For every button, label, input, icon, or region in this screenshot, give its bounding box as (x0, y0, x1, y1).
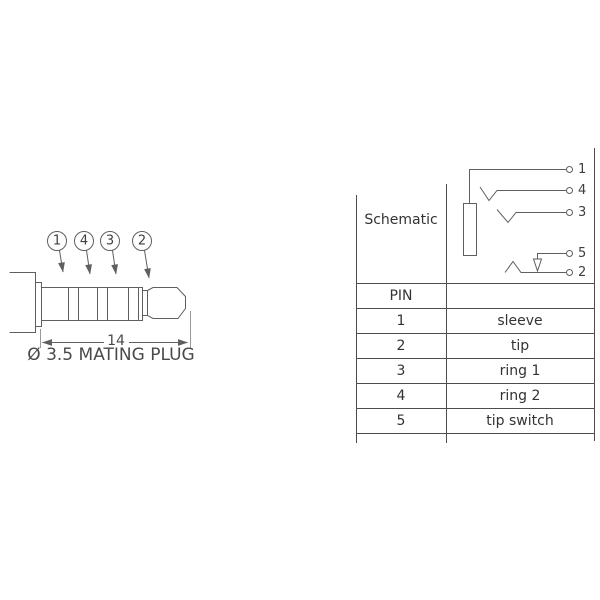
callout-leader-line (144, 250, 151, 279)
callout-leader-line (58, 250, 65, 273)
table-header-pin: PIN (389, 288, 412, 304)
callout-label: 3 (106, 234, 114, 249)
table-cell-name: ring 2 (500, 388, 541, 404)
schematic-pin-3-contact (496, 209, 566, 224)
schematic-label: Schematic (364, 212, 437, 228)
schematic-pin-3-terminal (566, 209, 573, 216)
table-cell-pin: 5 (397, 413, 406, 429)
table-cell-pin: 3 (397, 363, 406, 379)
callout-circle (74, 231, 94, 251)
table-row-lines (356, 283, 595, 434)
plug-body (9, 272, 36, 333)
callouts: 1 4 3 2 (47, 231, 152, 279)
schematic-pin-2-label: 2 (578, 265, 586, 280)
callout-leader-line (85, 250, 92, 275)
table-cell-name: sleeve (497, 313, 542, 329)
schematic-pin-5-terminal (566, 250, 573, 257)
schematic-sleeve-contact (463, 203, 477, 256)
insulator-band-2 (97, 287, 108, 321)
schematic-pin-1-wire (469, 169, 566, 204)
table-row: 2 tip (397, 338, 530, 354)
table-row: 4 ring 2 (397, 388, 541, 404)
table-cell-name: ring 1 (500, 363, 541, 379)
table-cell-name: tip switch (486, 413, 553, 429)
callout-label: 4 (80, 234, 88, 249)
schematic-pin-2-contact (504, 260, 566, 273)
drawing-caption: Ø 3.5 MATING PLUG (27, 345, 194, 365)
schematic-pin-4-label: 4 (578, 183, 586, 198)
plug-drawing (9, 272, 186, 333)
dimension-14: 14 (40, 311, 191, 349)
schematic-pin-1-terminal (566, 166, 573, 173)
plug-flange (35, 282, 42, 327)
table-row: 5 tip switch (397, 413, 554, 429)
callout-circle (100, 231, 120, 251)
table-row: 1 sleeve (397, 313, 543, 329)
schematic-pin-1: 1 (469, 162, 586, 204)
plug-neck (142, 290, 148, 316)
insulator-band-3 (128, 287, 139, 321)
schematic-pin-4-terminal (566, 187, 573, 194)
table-cell-pin: 1 (397, 313, 406, 329)
schematic-pin-2: 2 (504, 260, 586, 280)
schematic-pin-1-label: 1 (578, 162, 586, 177)
schematic-pin-5: 5 (532, 246, 586, 273)
schematic-pin-3: 3 (496, 205, 586, 224)
callout-pin-4: 4 (74, 231, 94, 275)
callout-leader-line (111, 250, 118, 275)
callout-pin-1: 1 (47, 231, 67, 273)
callout-label: 2 (138, 234, 146, 249)
plug-tip (147, 287, 186, 319)
schematic-tip-switch-symbol (532, 258, 543, 273)
table-cell-pin: 2 (397, 338, 406, 354)
callout-pin-3: 3 (100, 231, 120, 275)
dimension-value: 14 (107, 333, 125, 349)
table-cell-pin: 4 (397, 388, 406, 404)
pin-table-text: PIN 1 sleeve 2 tip 3 ring 1 4 ring 2 5 t… (389, 288, 553, 429)
schematic-pin-5-wire (537, 253, 566, 259)
callout-pin-2: 2 (132, 231, 152, 279)
schematic-pin-5-label: 5 (578, 246, 586, 261)
schematic-pin-4-contact (479, 186, 566, 202)
insulator-band-1 (68, 287, 79, 321)
plug-barrel (41, 287, 143, 321)
table-cell-name: tip (511, 338, 529, 354)
callout-label: 1 (53, 234, 61, 249)
table-row: 3 ring 1 (397, 363, 541, 379)
schematic-pin-3-label: 3 (578, 205, 586, 220)
schematic-pin-2-terminal (566, 269, 573, 276)
callout-circle (132, 231, 152, 251)
schematic-pin-4: 4 (479, 183, 586, 202)
callout-circle (47, 231, 67, 251)
schematic-cell: Schematic 1 4 3 5 2 (364, 162, 586, 280)
pin-table-grid (356, 148, 595, 443)
